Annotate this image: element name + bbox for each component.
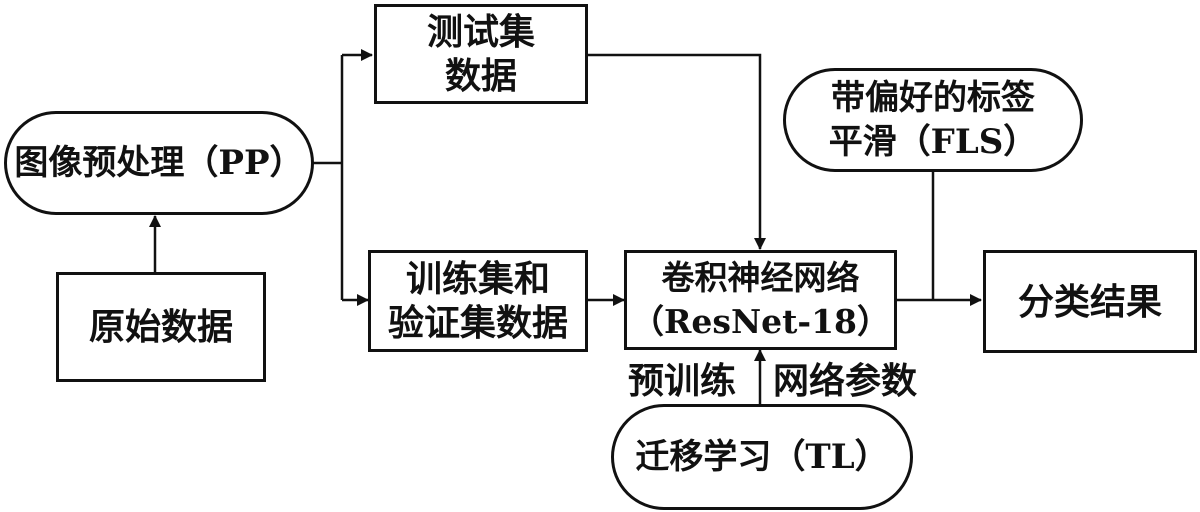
train-val-line-2: 验证集数据: [387, 302, 568, 344]
raw-data-label: 原始数据: [88, 306, 233, 348]
test-set-line-2: 数据: [444, 55, 517, 97]
classification-result-box: 分类结果: [983, 250, 1197, 353]
classification-result-label: 分类结果: [1017, 280, 1162, 323]
cnn-line-1: 卷积神经网络: [661, 258, 860, 297]
cnn-resnet-box: 卷积神经网络 （ResNet-18）: [624, 250, 897, 350]
fls-line-1: 带偏好的标签: [831, 78, 1035, 118]
image-preprocessing-node: 图像预处理（PP）: [4, 111, 314, 215]
edge-test-set-to-cnn: [588, 53, 766, 250]
network-params-edge-label: 网络参数: [773, 360, 918, 402]
test-set-data-box: 测试集 数据: [374, 4, 588, 104]
transfer-learning-label: 迁移学习（TL）: [635, 437, 889, 477]
test-set-line-1: 测试集: [426, 11, 535, 53]
train-val-line-1: 训练集和: [405, 258, 550, 300]
train-val-set-box: 训练集和 验证集数据: [368, 250, 588, 352]
label-smoothing-fls-node: 带偏好的标签 平滑（FLS）: [783, 68, 1083, 172]
image-preprocessing-label: 图像预处理（PP）: [14, 143, 304, 183]
cnn-line-2: （ResNet-18）: [630, 302, 891, 341]
raw-data-box: 原始数据: [56, 272, 266, 382]
pretrain-edge-label: 预训练: [628, 360, 737, 402]
transfer-learning-node: 迁移学习（TL）: [611, 404, 913, 510]
fls-line-2: 平滑（FLS）: [828, 122, 1038, 162]
